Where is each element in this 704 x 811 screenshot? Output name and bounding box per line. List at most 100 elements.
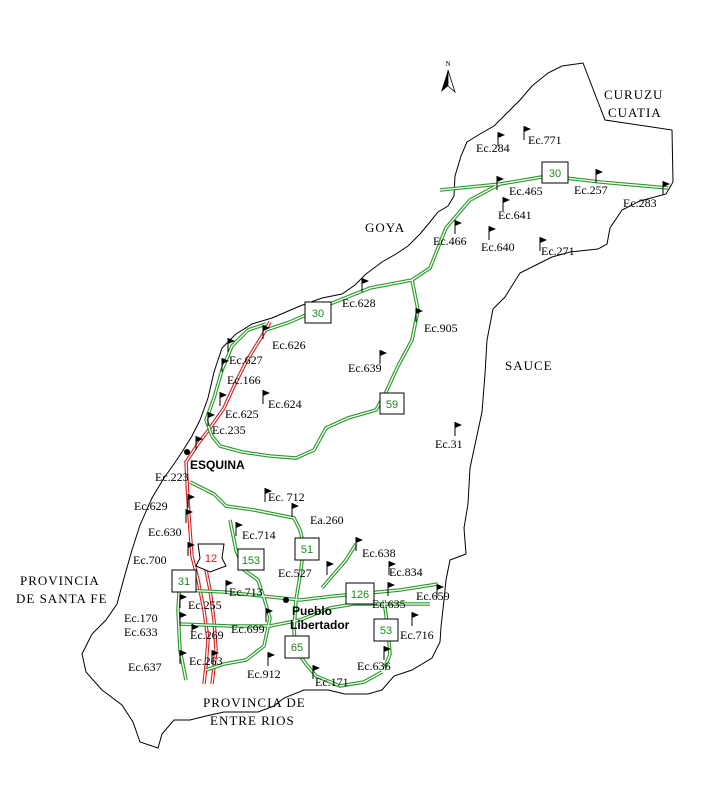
svg-text:Ec.263: Ec.263 <box>189 654 223 668</box>
flag-icon <box>388 561 396 575</box>
region-santa-fe-line2: DE SANTA FE <box>16 591 108 606</box>
estancia-834: Ec.834 <box>388 561 423 579</box>
svg-text:Ec.630: Ec.630 <box>148 525 182 539</box>
flag-icon <box>225 580 233 594</box>
svg-text:153: 153 <box>242 555 260 567</box>
svg-text:Ec.699: Ec.699 <box>231 622 265 636</box>
svg-text:Ec.629: Ec.629 <box>134 499 168 513</box>
esquina-dot <box>184 449 190 455</box>
svg-text:Ec.635: Ec.635 <box>372 597 406 611</box>
svg-text:31: 31 <box>178 576 190 588</box>
route-shield-30b: 30 <box>304 301 332 324</box>
estancia-269: Ec.269 <box>190 624 224 642</box>
svg-text:Ec.627: Ec.627 <box>229 353 263 367</box>
flag-icon <box>539 237 547 251</box>
svg-text:Ec.659: Ec.659 <box>416 589 450 603</box>
flag-icon <box>415 308 423 322</box>
flag-icon <box>595 169 603 183</box>
svg-text:Ec.625: Ec.625 <box>225 407 259 421</box>
estancia-639: Ec.639 <box>348 350 387 375</box>
region-entre-rios-line1: PROVINCIA DE <box>203 695 306 710</box>
town-pueblo-line2: Libertador <box>290 618 350 632</box>
estancia-912: Ec.912 <box>247 652 281 681</box>
svg-text:Ec.269: Ec.269 <box>190 628 224 642</box>
svg-text:Ec.166: Ec.166 <box>227 373 261 387</box>
flag-icon <box>264 488 272 502</box>
flag-icon <box>454 422 462 436</box>
estancia-638: Ec.638 <box>355 537 396 560</box>
route-shield-126: 126 <box>345 582 375 605</box>
flag-icon <box>207 412 215 426</box>
pueblo-libertador-dot <box>283 597 289 603</box>
svg-text:30: 30 <box>312 308 324 320</box>
svg-text:51: 51 <box>301 544 313 556</box>
route-shield-53: 53 <box>373 618 399 642</box>
svg-text:Ec.638: Ec.638 <box>362 546 396 560</box>
estancia-635: Ec.635 <box>372 582 406 611</box>
svg-text:Ec.527: Ec.527 <box>278 566 312 580</box>
svg-text:Ec. 712: Ec. 712 <box>268 490 305 504</box>
route-shield-65: 65 <box>284 635 310 659</box>
svg-text:Ec.628: Ec.628 <box>342 296 376 310</box>
flag-icon <box>185 509 193 523</box>
flag-icon <box>235 522 243 536</box>
route-shield-153: 153 <box>237 548 265 571</box>
flag-icon <box>454 220 462 234</box>
svg-text:53: 53 <box>380 625 392 637</box>
estancia-640: Ec.640 <box>481 226 515 254</box>
estancia-716: Ec.716 <box>400 612 434 642</box>
route-shield-51: 51 <box>294 537 320 561</box>
region-curuzu-line2: CUATIA <box>608 105 662 120</box>
flag-icon <box>502 197 510 211</box>
flag-icon <box>219 392 227 406</box>
route-shield-59: 59 <box>379 392 405 415</box>
estancia-223: Ec.223 <box>155 436 203 484</box>
estancia-636: Ec.636 <box>357 646 391 673</box>
svg-text:126: 126 <box>351 589 369 601</box>
svg-text:Ec.912: Ec.912 <box>247 667 281 681</box>
svg-text:Ec.626: Ec.626 <box>272 338 306 352</box>
svg-text:Ec.465: Ec.465 <box>509 184 543 198</box>
svg-text:Ec.255: Ec.255 <box>188 598 222 612</box>
estancia-699: Ec.699 <box>231 608 273 636</box>
route-shields: 30 30 59 51 153 31 126 53 <box>171 161 569 659</box>
estancia-714: Ec.714 <box>235 522 276 542</box>
estancia-271: Ec.271 <box>539 237 575 258</box>
flag-icon <box>227 338 235 352</box>
flag-icon <box>662 181 670 195</box>
estancia-626: Ec.626 <box>262 325 306 352</box>
flag-icon <box>488 226 496 240</box>
svg-text:Ec.235: Ec.235 <box>212 423 246 437</box>
flag-icon <box>221 358 229 372</box>
svg-text:Ec.171: Ec.171 <box>315 675 349 689</box>
flag-icon <box>262 325 270 339</box>
svg-text:Ea.260: Ea.260 <box>310 513 344 527</box>
route-shield-31: 31 <box>171 569 197 593</box>
north-letter: N <box>445 60 450 68</box>
flag-icon <box>291 503 299 517</box>
region-labels: CURUZU CUATIA GOYA SAUCE PROVINCIA DE SA… <box>16 87 662 728</box>
svg-text:Ec.271: Ec.271 <box>541 244 575 258</box>
town-pueblo-line1: Pueblo <box>292 604 332 618</box>
estancia-171: Ec.171 <box>312 665 349 689</box>
flag-icon <box>187 494 195 508</box>
flag-icon <box>361 278 369 292</box>
estancia-31: Ec.31 <box>435 422 463 451</box>
svg-text:Ec.624: Ec.624 <box>268 397 302 411</box>
flag-icon <box>179 650 187 664</box>
flag-icon <box>211 650 219 664</box>
flag-icon <box>191 624 199 638</box>
svg-text:Ec.639: Ec.639 <box>348 361 382 375</box>
svg-text:Ec.716: Ec.716 <box>400 628 434 642</box>
flag-icon <box>383 646 391 660</box>
svg-text:Ec.714: Ec.714 <box>242 528 276 542</box>
estancia-260: Ea.260 <box>291 503 344 527</box>
estancia-255: Ec.255 <box>179 594 222 612</box>
estancia-628: Ec.628 <box>342 278 376 310</box>
flag-icon <box>267 652 275 666</box>
department-boundary <box>81 62 674 749</box>
svg-text:Ec.31: Ec.31 <box>435 437 463 451</box>
svg-text:65: 65 <box>291 642 303 654</box>
town-esquina: ESQUINA <box>190 458 245 472</box>
svg-text:Ec.257: Ec.257 <box>574 183 608 197</box>
